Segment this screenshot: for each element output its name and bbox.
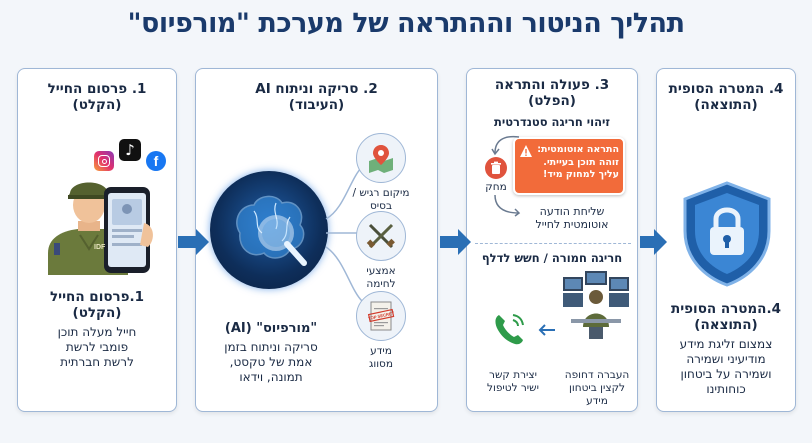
map-pin-icon bbox=[369, 145, 393, 173]
weapons-label: אמצעי לחימה bbox=[346, 265, 416, 291]
classified-label-line: מסווג bbox=[369, 358, 393, 370]
step4-desc-line: ושמירה על ביטחון bbox=[680, 367, 772, 381]
step1-bottom-title-sub: (הקלט) bbox=[72, 305, 122, 321]
brain-magnifier-icon bbox=[236, 195, 307, 266]
step3-header: 3. פעולה והתראה bbox=[494, 77, 610, 93]
flow-arrow-1 bbox=[178, 229, 209, 255]
severe-violation-title: חריגה חמורה / חשש לדלף bbox=[481, 251, 623, 265]
step2-panel: 2. סריקה וניתוח AI (העיבוד) מיקום רגיש /… bbox=[195, 68, 438, 412]
auto-message: שליחת הודעה אוטומטית לחייל bbox=[517, 205, 627, 231]
step4-header: 4. המטרה הסופית bbox=[668, 81, 784, 97]
step1-header: 1. פרסום החייל bbox=[47, 81, 147, 97]
facebook-icon: f bbox=[146, 151, 166, 171]
step4-bottom-title-sub: (התוצאה) bbox=[694, 317, 758, 333]
ai-brain-circle bbox=[210, 171, 328, 289]
officer-transfer: העברה דחופה לקצין ביטחון מידע bbox=[557, 369, 637, 408]
step4-description: צמצום זליגת מידע מודיעיני ושמירה ושמירה … bbox=[657, 337, 795, 397]
page-title: תהליך הניטור וההתראה של מערכת "מורפיוס" bbox=[127, 8, 685, 39]
auto-message-line: שליחת הודעה bbox=[539, 205, 605, 218]
crossed-rifles-icon bbox=[366, 223, 395, 249]
step2-desc-line: אמת של טקסט, bbox=[229, 355, 313, 369]
step4-header-sub: (התוצאה) bbox=[694, 97, 758, 113]
soldier-with-phone-icon bbox=[48, 182, 153, 275]
instagram-icon bbox=[94, 151, 114, 171]
flow-arrow-2 bbox=[440, 229, 471, 255]
classified-circle: TOP SECRET bbox=[356, 291, 406, 341]
step1-description: חייל מעלה תוכן פומבי לרשת לרשת חברתית bbox=[18, 325, 176, 370]
weapons-circle bbox=[356, 211, 406, 261]
step1-bottom-title: 1.פרסום החייל bbox=[49, 289, 145, 305]
alert-popup: התראה אוטומטית: זוהה תוכן בעייתי. עליך ל… bbox=[513, 137, 625, 195]
location-label-line: מיקום רגיש / bbox=[352, 187, 410, 199]
step2-header-sub: (העיבוד) bbox=[288, 97, 345, 113]
step4-desc-line: מודיעיני ושמירה bbox=[686, 352, 766, 366]
step4-desc-line: כוחותינו bbox=[706, 382, 746, 396]
weapons-label-line: אמצעי bbox=[366, 265, 396, 277]
alert-text-line: זוהה תוכן בעייתי. bbox=[543, 156, 619, 168]
idf-badge: IDF bbox=[94, 244, 106, 251]
top-secret-stamp: TOP SECRET bbox=[368, 310, 395, 321]
phone-icon bbox=[495, 314, 524, 345]
step1-panel: 1. פרסום החייל (הקלט) ♪ f IDF 1.פרסום הח… bbox=[17, 68, 177, 412]
flow-arrow-3 bbox=[640, 229, 667, 255]
top-secret-document-icon: TOP SECRET bbox=[368, 301, 395, 331]
direct-contact: יצירת קשר ישיר לטיפול bbox=[473, 369, 553, 395]
delete-label: מחק bbox=[485, 181, 507, 193]
officer-transfer-line: העברה דחופה bbox=[564, 369, 630, 381]
shield-lock-icon bbox=[683, 181, 771, 287]
step4-panel: 4. המטרה הסופית (התוצאה) 4.המטרה הסופית … bbox=[656, 68, 796, 412]
officer-transfer-line: לקצין ביטחון מידע bbox=[568, 382, 625, 407]
warning-icon bbox=[519, 143, 533, 157]
alert-text-line: התראה אוטומטית: bbox=[537, 144, 619, 155]
auto-message-line: אוטומטית לחייל bbox=[535, 218, 609, 231]
arrow-left-icon bbox=[538, 324, 555, 336]
step1-desc-line: פומבי לרשת bbox=[65, 340, 129, 354]
security-officer-monitors-icon bbox=[563, 271, 629, 339]
step2-description: סריקה וניתוח בזמן אמת של טקסט, תמונה, וי… bbox=[204, 340, 338, 385]
classified-label: מידע מסווג bbox=[346, 345, 416, 371]
section-divider bbox=[475, 243, 631, 244]
curved-arrow-icon bbox=[491, 135, 520, 156]
weapons-label-line: לחימה bbox=[366, 278, 396, 290]
tiktok-icon: ♪ bbox=[119, 139, 141, 161]
location-label-line: בסיס bbox=[369, 200, 393, 212]
step3-header-sub: (הפלט) bbox=[528, 93, 576, 109]
step2-desc-line: תמונה, וידאו bbox=[239, 370, 303, 384]
direct-contact-line: ישיר לטיפול bbox=[487, 382, 539, 394]
direct-contact-line: יצירת קשר bbox=[489, 369, 537, 381]
trash-icon bbox=[485, 157, 507, 179]
step1-header-sub: (הקלט) bbox=[72, 97, 122, 113]
step3-panel: 3. פעולה והתראה (הפלט) זיהוי חריגה סטנדר… bbox=[466, 68, 638, 412]
classified-label-line: מידע bbox=[370, 345, 392, 357]
location-label: מיקום רגיש / בסיס bbox=[346, 187, 416, 213]
step4-bottom-title: 4.המטרה הסופית bbox=[670, 301, 781, 317]
step2-header: 2. סריקה וניתוח AI bbox=[255, 81, 378, 97]
standard-violation-title: זיהוי חריגה סטנדרטית bbox=[493, 115, 611, 129]
step2-desc-line: סריקה וניתוח בזמן bbox=[224, 340, 318, 354]
location-circle bbox=[356, 133, 406, 183]
step1-desc-line: חייל מעלה תוכן bbox=[57, 325, 137, 339]
step2-bottom-title: "מורפיוס" (AI) bbox=[224, 321, 318, 336]
step1-desc-line: לרשת חברתית bbox=[60, 355, 134, 369]
curved-arrow-icon bbox=[494, 194, 521, 217]
step4-desc-line: צמצום זליגת מידע bbox=[679, 337, 773, 351]
alert-text-line: עליך למחוק מיד! bbox=[543, 169, 619, 180]
